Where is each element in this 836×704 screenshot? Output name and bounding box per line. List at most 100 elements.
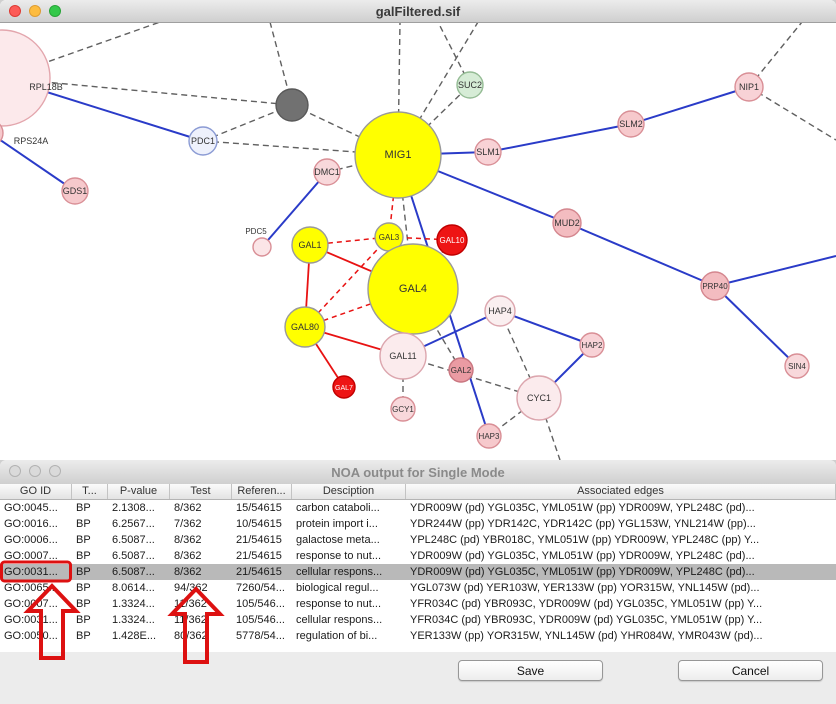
- node-HAP3[interactable]: HAP3: [476, 423, 502, 449]
- node-GAL2[interactable]: GAL2: [448, 357, 474, 383]
- node-SLM2[interactable]: SLM2: [617, 110, 645, 138]
- node-GAL80[interactable]: GAL80: [284, 306, 326, 348]
- cell: carbon cataboli...: [296, 502, 380, 514]
- node-MIG1[interactable]: MIG1: [354, 111, 442, 199]
- edge[interactable]: [499, 310, 593, 346]
- node-DMC1[interactable]: DMC1: [313, 158, 341, 186]
- column-header-desciption[interactable]: Desciption: [292, 484, 406, 499]
- cell: BP: [76, 630, 91, 642]
- column-header-test[interactable]: Test: [170, 484, 232, 499]
- edge[interactable]: [714, 255, 836, 287]
- edge[interactable]: [412, 288, 462, 371]
- edge[interactable]: [397, 84, 471, 156]
- edge[interactable]: [714, 285, 798, 367]
- cell: 8/362: [174, 502, 202, 514]
- node-PRP40[interactable]: PRP40: [700, 271, 730, 301]
- cell: protein import i...: [296, 518, 378, 530]
- cell: 105/546...: [236, 598, 285, 610]
- cell: 21/54615: [236, 550, 282, 562]
- cell: YDR244W (pp) YDR142C, YDR142C (pp) YGL15…: [410, 518, 756, 530]
- node-SLM1[interactable]: SLM1: [474, 138, 502, 166]
- cell: 11/362: [174, 614, 207, 626]
- node-PDC5[interactable]: PDC5: [245, 227, 272, 257]
- minimize-button[interactable]: [29, 465, 41, 477]
- node-label: SUC2: [458, 80, 482, 90]
- node-GDS1[interactable]: GDS1: [61, 177, 89, 205]
- network-window-titlebar: galFiltered.sif: [0, 0, 836, 23]
- edge[interactable]: [630, 86, 750, 125]
- zoom-button[interactable]: [49, 465, 61, 477]
- column-header-t[interactable]: T...: [72, 484, 108, 499]
- column-header-p-value[interactable]: P-value: [108, 484, 170, 499]
- edge[interactable]: [487, 123, 632, 153]
- minimize-button[interactable]: [29, 5, 41, 17]
- cancel-button[interactable]: Cancel: [678, 660, 823, 681]
- node-label: GAL80: [291, 322, 319, 332]
- cell: GO:0065...: [4, 582, 58, 594]
- node-label: GDS1: [63, 186, 88, 196]
- edge[interactable]: [566, 222, 716, 287]
- column-header-go-id[interactable]: GO ID: [0, 484, 72, 499]
- node-GAL7[interactable]: GAL7: [332, 375, 356, 399]
- cell: BP: [76, 534, 91, 546]
- node-SUC2[interactable]: SUC2: [456, 71, 484, 99]
- cell: 6.2567...: [112, 518, 155, 530]
- cell: 8/362: [174, 550, 202, 562]
- node-label: GAL3: [379, 233, 400, 242]
- node-GAL1[interactable]: GAL1: [291, 226, 329, 264]
- node-HAP4[interactable]: HAP4: [484, 295, 516, 327]
- edge[interactable]: [261, 171, 328, 248]
- node-MUD2[interactable]: MUD2: [552, 208, 582, 238]
- cell: GO:0007...: [4, 550, 58, 562]
- close-button[interactable]: [9, 465, 21, 477]
- node-RPS24A[interactable]: RPS24A: [0, 120, 48, 146]
- node-RPL18B[interactable]: RPL18B: [0, 29, 63, 127]
- zoom-button[interactable]: [49, 5, 61, 17]
- cell: YGL073W (pd) YER103W, YER133W (pp) YOR31…: [410, 582, 760, 594]
- node-label: HAP2: [582, 341, 603, 350]
- cell: response to nut...: [296, 598, 381, 610]
- node-CYC1[interactable]: CYC1: [516, 375, 562, 421]
- node-NIP1[interactable]: NIP1: [734, 72, 764, 102]
- node-HAP2[interactable]: HAP2: [579, 332, 605, 358]
- column-header-referen[interactable]: Referen...: [232, 484, 292, 499]
- noa-window-titlebar: NOA output for Single Mode: [0, 460, 836, 485]
- cell: BP: [76, 550, 91, 562]
- edge[interactable]: [0, 133, 76, 192]
- node-GAL10[interactable]: GAL10: [436, 224, 468, 256]
- node-PDC1[interactable]: PDC1: [188, 126, 218, 156]
- column-header-associated-edges[interactable]: Associated edges: [406, 484, 836, 499]
- close-button[interactable]: [9, 5, 21, 17]
- node-label: GAL2: [451, 366, 472, 375]
- node-GAL3[interactable]: GAL3: [374, 222, 404, 252]
- edge[interactable]: [1, 21, 161, 79]
- cell: 1.3324...: [112, 614, 155, 626]
- edge[interactable]: [1, 77, 293, 106]
- node-GCY1[interactable]: GCY1: [390, 396, 416, 422]
- node-label: PDC1: [191, 136, 215, 146]
- node-graynode[interactable]: [275, 88, 309, 122]
- save-button[interactable]: Save: [458, 660, 603, 681]
- node-GAL11[interactable]: GAL11: [379, 332, 427, 380]
- cell: regulation of bi...: [296, 630, 378, 642]
- node-label: HAP3: [479, 432, 500, 441]
- node-GAL4[interactable]: GAL4: [367, 243, 459, 335]
- node-SIN4[interactable]: SIN4: [784, 353, 810, 379]
- edge[interactable]: [748, 86, 836, 141]
- cell: 8.0614...: [112, 582, 155, 594]
- cell: 80/362: [174, 630, 208, 642]
- cell: 8/362: [174, 566, 202, 578]
